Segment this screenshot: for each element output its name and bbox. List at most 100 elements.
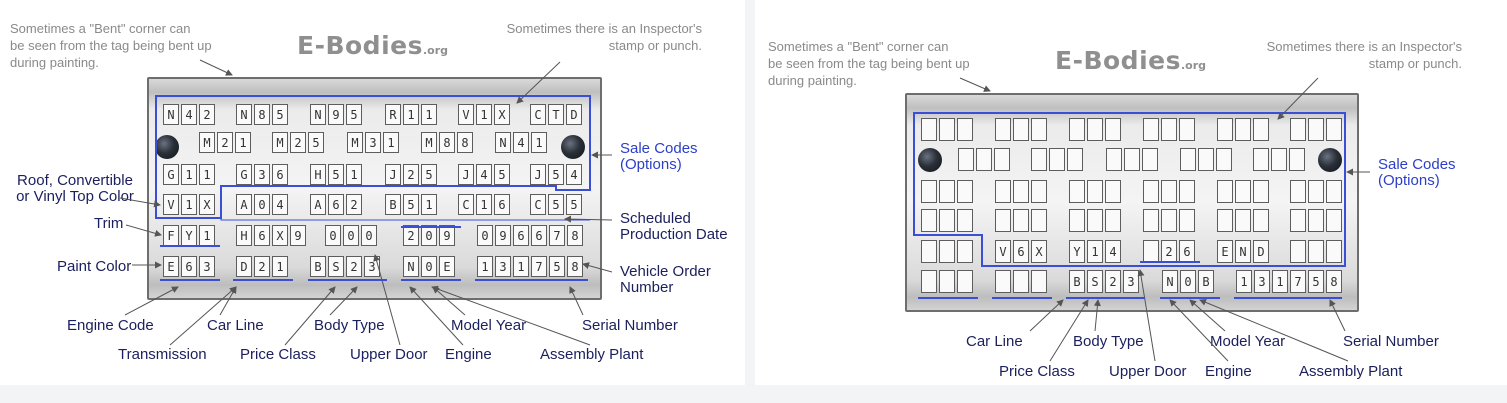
code-char-box: B <box>1198 270 1214 293</box>
label-model-year: Model Year <box>1210 333 1286 350</box>
code-char-box <box>976 148 992 171</box>
code-box-group <box>995 118 1049 141</box>
code-box-group <box>1217 180 1271 203</box>
code-char-box: B <box>1069 270 1085 293</box>
label-car-line: Car Line <box>207 317 264 334</box>
code-char-box: 2 <box>403 225 419 246</box>
code-char-box <box>1326 240 1342 263</box>
code-char-box: N <box>163 104 179 125</box>
code-char-box <box>1326 118 1342 141</box>
code-char-box: 6 <box>181 256 197 277</box>
code-char-box: S <box>328 256 344 277</box>
code-char-box: A <box>236 194 252 215</box>
code-char-box: 3 <box>254 164 270 185</box>
code-char-box: 5 <box>494 164 510 185</box>
code-box-group <box>1143 118 1197 141</box>
code-char-box <box>1069 209 1085 232</box>
code-char-box <box>1013 118 1029 141</box>
bent-corner-note: Sometimes a "Bent" corner can be seen fr… <box>10 21 212 70</box>
left-field-underlines <box>160 226 588 281</box>
code-char-box: 1 <box>181 164 197 185</box>
code-char-box <box>1217 118 1233 141</box>
code-char-box <box>1105 180 1121 203</box>
label-trim: Trim <box>94 215 124 232</box>
code-char-box: 0 <box>477 225 493 246</box>
code-box-group <box>1069 118 1123 141</box>
code-char-box <box>1031 270 1047 293</box>
code-char-box: M <box>347 132 363 153</box>
label-sale-codes: Sale Codes(Options) <box>620 140 698 173</box>
code-char-box: S <box>1087 270 1103 293</box>
code-char-box: 8 <box>439 132 455 153</box>
code-char-box: 6 <box>1179 240 1195 263</box>
code-char-box: 6 <box>513 225 529 246</box>
code-char-box <box>1235 118 1251 141</box>
code-char-box: N <box>310 104 326 125</box>
code-char-box: 3 <box>495 256 511 277</box>
code-char-box: 6 <box>328 194 344 215</box>
code-char-box <box>1179 180 1195 203</box>
code-char-box: 3 <box>199 256 215 277</box>
code-char-box: 6 <box>494 194 510 215</box>
code-char-box: H <box>236 225 252 246</box>
code-char-box <box>939 270 955 293</box>
label-body-type: Body Type <box>314 317 385 334</box>
label-paint-color: Paint Color <box>57 258 132 275</box>
code-box-group <box>958 148 1012 171</box>
code-char-box <box>1253 118 1269 141</box>
code-char-box <box>957 118 973 141</box>
code-char-box: 4 <box>476 164 492 185</box>
code-char-box <box>1289 148 1305 171</box>
code-box-group <box>1253 148 1307 171</box>
label-serial-number: Serial Number <box>1343 333 1439 350</box>
code-char-box: 0 <box>325 225 341 246</box>
code-char-box <box>1087 180 1103 203</box>
code-char-box: G <box>163 164 179 185</box>
code-char-box <box>1253 209 1269 232</box>
code-char-box: B <box>385 194 401 215</box>
code-char-box: 7 <box>1290 270 1306 293</box>
rivet <box>561 135 585 159</box>
code-char-box <box>1326 209 1342 232</box>
right-field-underlines <box>918 261 1342 299</box>
label-assembly-plant: Assembly Plant <box>1299 363 1403 380</box>
code-char-box: 6 <box>1013 240 1029 263</box>
code-char-box <box>1069 180 1085 203</box>
code-char-box <box>1105 209 1121 232</box>
code-char-box <box>1106 148 1122 171</box>
code-char-box <box>958 148 974 171</box>
label-engine: Engine <box>445 346 492 363</box>
code-char-box <box>1290 118 1306 141</box>
code-char-box: C <box>458 194 474 215</box>
sale-codes-outline <box>913 112 1346 267</box>
code-char-box <box>1235 209 1251 232</box>
code-char-box: D <box>1253 240 1269 263</box>
code-char-box: 9 <box>290 225 306 246</box>
code-char-box <box>939 180 955 203</box>
e-bodies-logo: E-Bodies.org <box>1055 46 1207 75</box>
e-bodies-logo: E-Bodies.org <box>297 31 449 60</box>
code-char-box <box>1308 240 1324 263</box>
code-char-box: 1 <box>513 256 529 277</box>
code-box-group <box>995 209 1049 232</box>
code-char-box: 8 <box>1326 270 1342 293</box>
code-char-box: N <box>403 256 419 277</box>
code-char-box: 5 <box>548 194 564 215</box>
code-char-box: E <box>163 256 179 277</box>
code-char-box <box>1143 209 1159 232</box>
